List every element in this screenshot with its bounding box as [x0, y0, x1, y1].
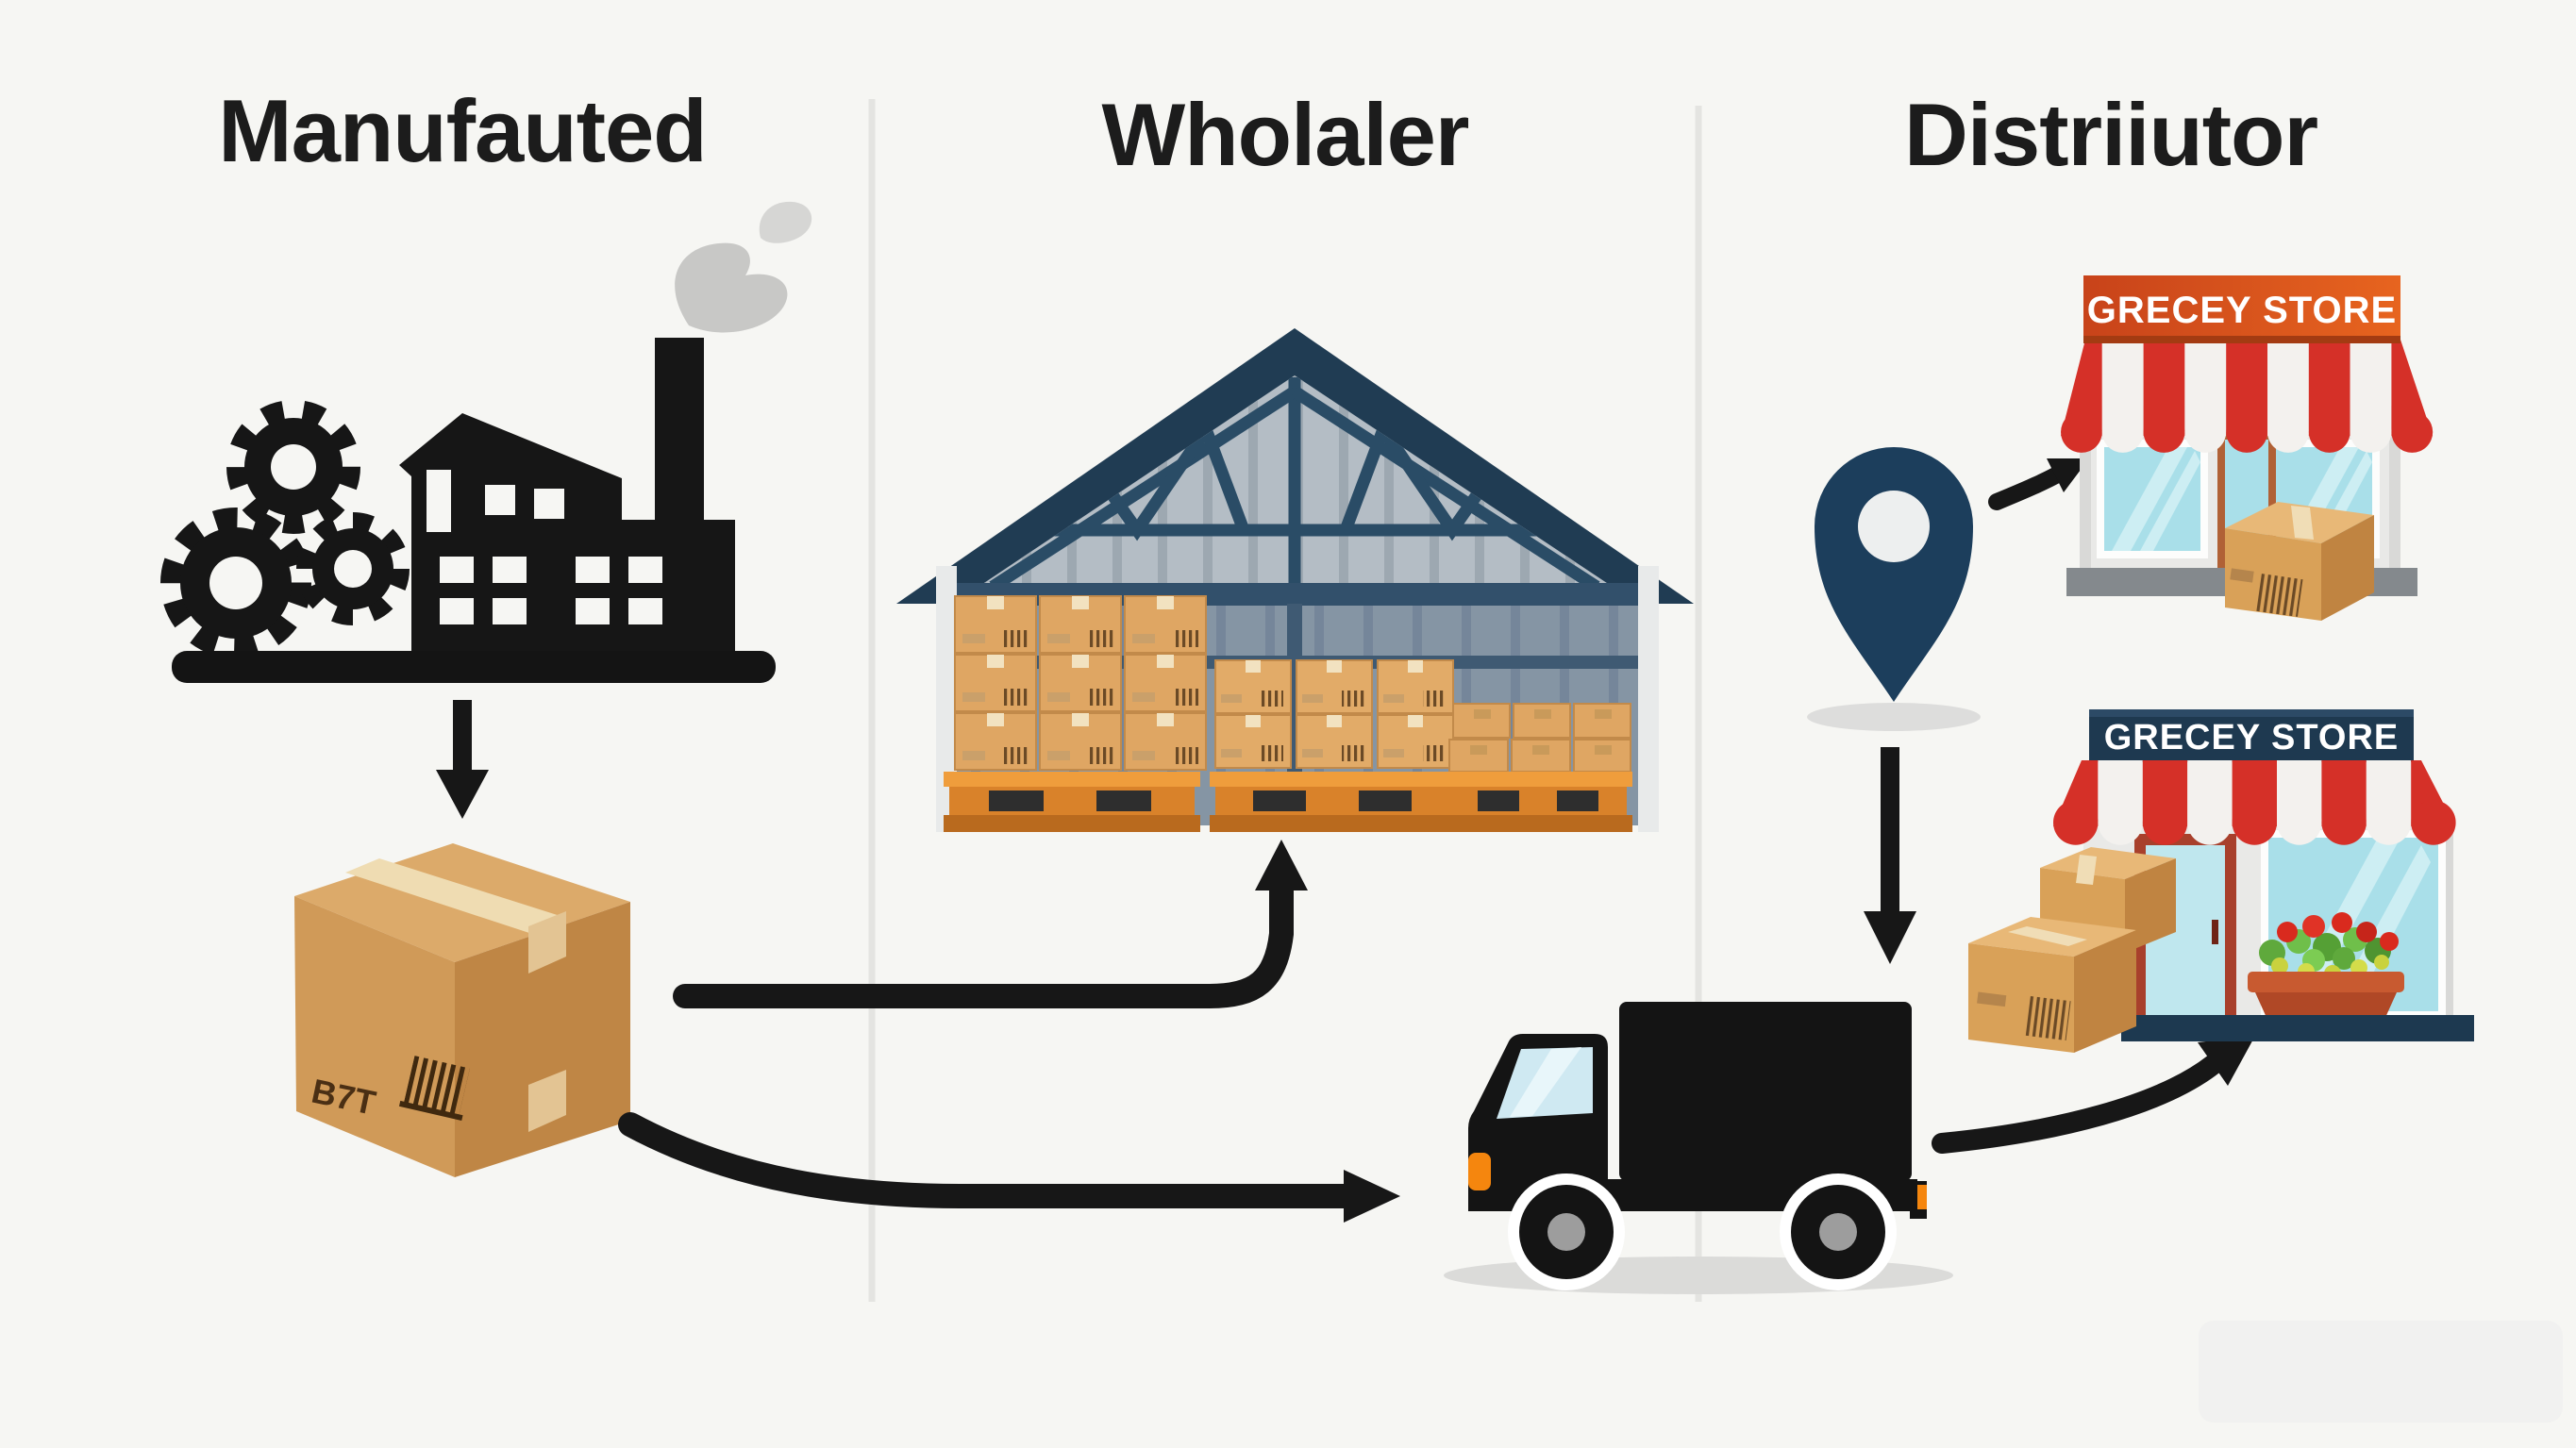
grocery-awning	[2053, 760, 2456, 845]
truck-rear-wheel	[1780, 1173, 1897, 1290]
watermark-smudge	[2199, 1321, 2563, 1423]
warehouse-icon	[896, 328, 1694, 832]
wooden-pallets	[944, 772, 1632, 832]
store-sign-text-bottom: GRECEY STORE	[2104, 718, 2400, 757]
grocery-storefront-icon: GRECEY STORE	[1968, 709, 2474, 1053]
pallet-boxes-middle	[1214, 659, 1454, 769]
grocery-sill	[2121, 1015, 2474, 1041]
arrow-box-to-truck-icon	[618, 1112, 1400, 1223]
factory-windows	[427, 470, 662, 624]
arrow-box-to-warehouse-icon	[673, 840, 1308, 1008]
delivery-truck-icon	[1444, 1002, 1953, 1294]
arrow-pin-to-truck-icon	[1864, 747, 1916, 964]
package-barcode	[398, 1056, 470, 1122]
packing-tape	[345, 858, 566, 934]
pallet-boxes-left	[954, 595, 1207, 771]
smoke-icon	[675, 201, 812, 333]
storefront-icon: GRECEY STORE	[2061, 275, 2434, 621]
pallet-boxes-right	[1448, 703, 1631, 773]
section-title-distributor: Distriiutor	[1903, 85, 2318, 184]
produce-planter	[2248, 912, 2404, 1030]
truck-headlight	[1468, 1153, 1491, 1190]
factory-building	[399, 413, 735, 651]
arrow-truck-to-store-icon	[1932, 1036, 2255, 1154]
arrow-pin-to-store-icon	[1988, 458, 2089, 510]
arrow-factory-to-box-icon	[436, 700, 489, 819]
delivered-box-icon	[2225, 502, 2374, 621]
truck-cargo-box	[1619, 1002, 1912, 1181]
truck-tail-light	[1917, 1185, 1927, 1209]
package-box-icon: B7T	[294, 843, 630, 1177]
store-window-left	[2097, 440, 2208, 558]
store-awning	[2061, 340, 2434, 453]
chimney	[655, 338, 704, 545]
gears-icon	[160, 400, 410, 658]
stacked-boxes-icon	[1968, 847, 2176, 1053]
store-sign-text-top: GRECEY STORE	[2087, 290, 2397, 331]
factory-ground-bar	[172, 651, 776, 683]
store-sign: GRECEY STORE	[2083, 275, 2400, 343]
section-title-wholesaler: Wholaler	[1101, 85, 1470, 184]
factory-icon	[160, 201, 812, 683]
section-title-manufacturer: Manufauted	[218, 81, 707, 180]
truck-front-wheel	[1508, 1173, 1625, 1290]
location-pin-icon	[1807, 447, 1981, 731]
grocery-sign: GRECEY STORE	[2089, 709, 2414, 762]
